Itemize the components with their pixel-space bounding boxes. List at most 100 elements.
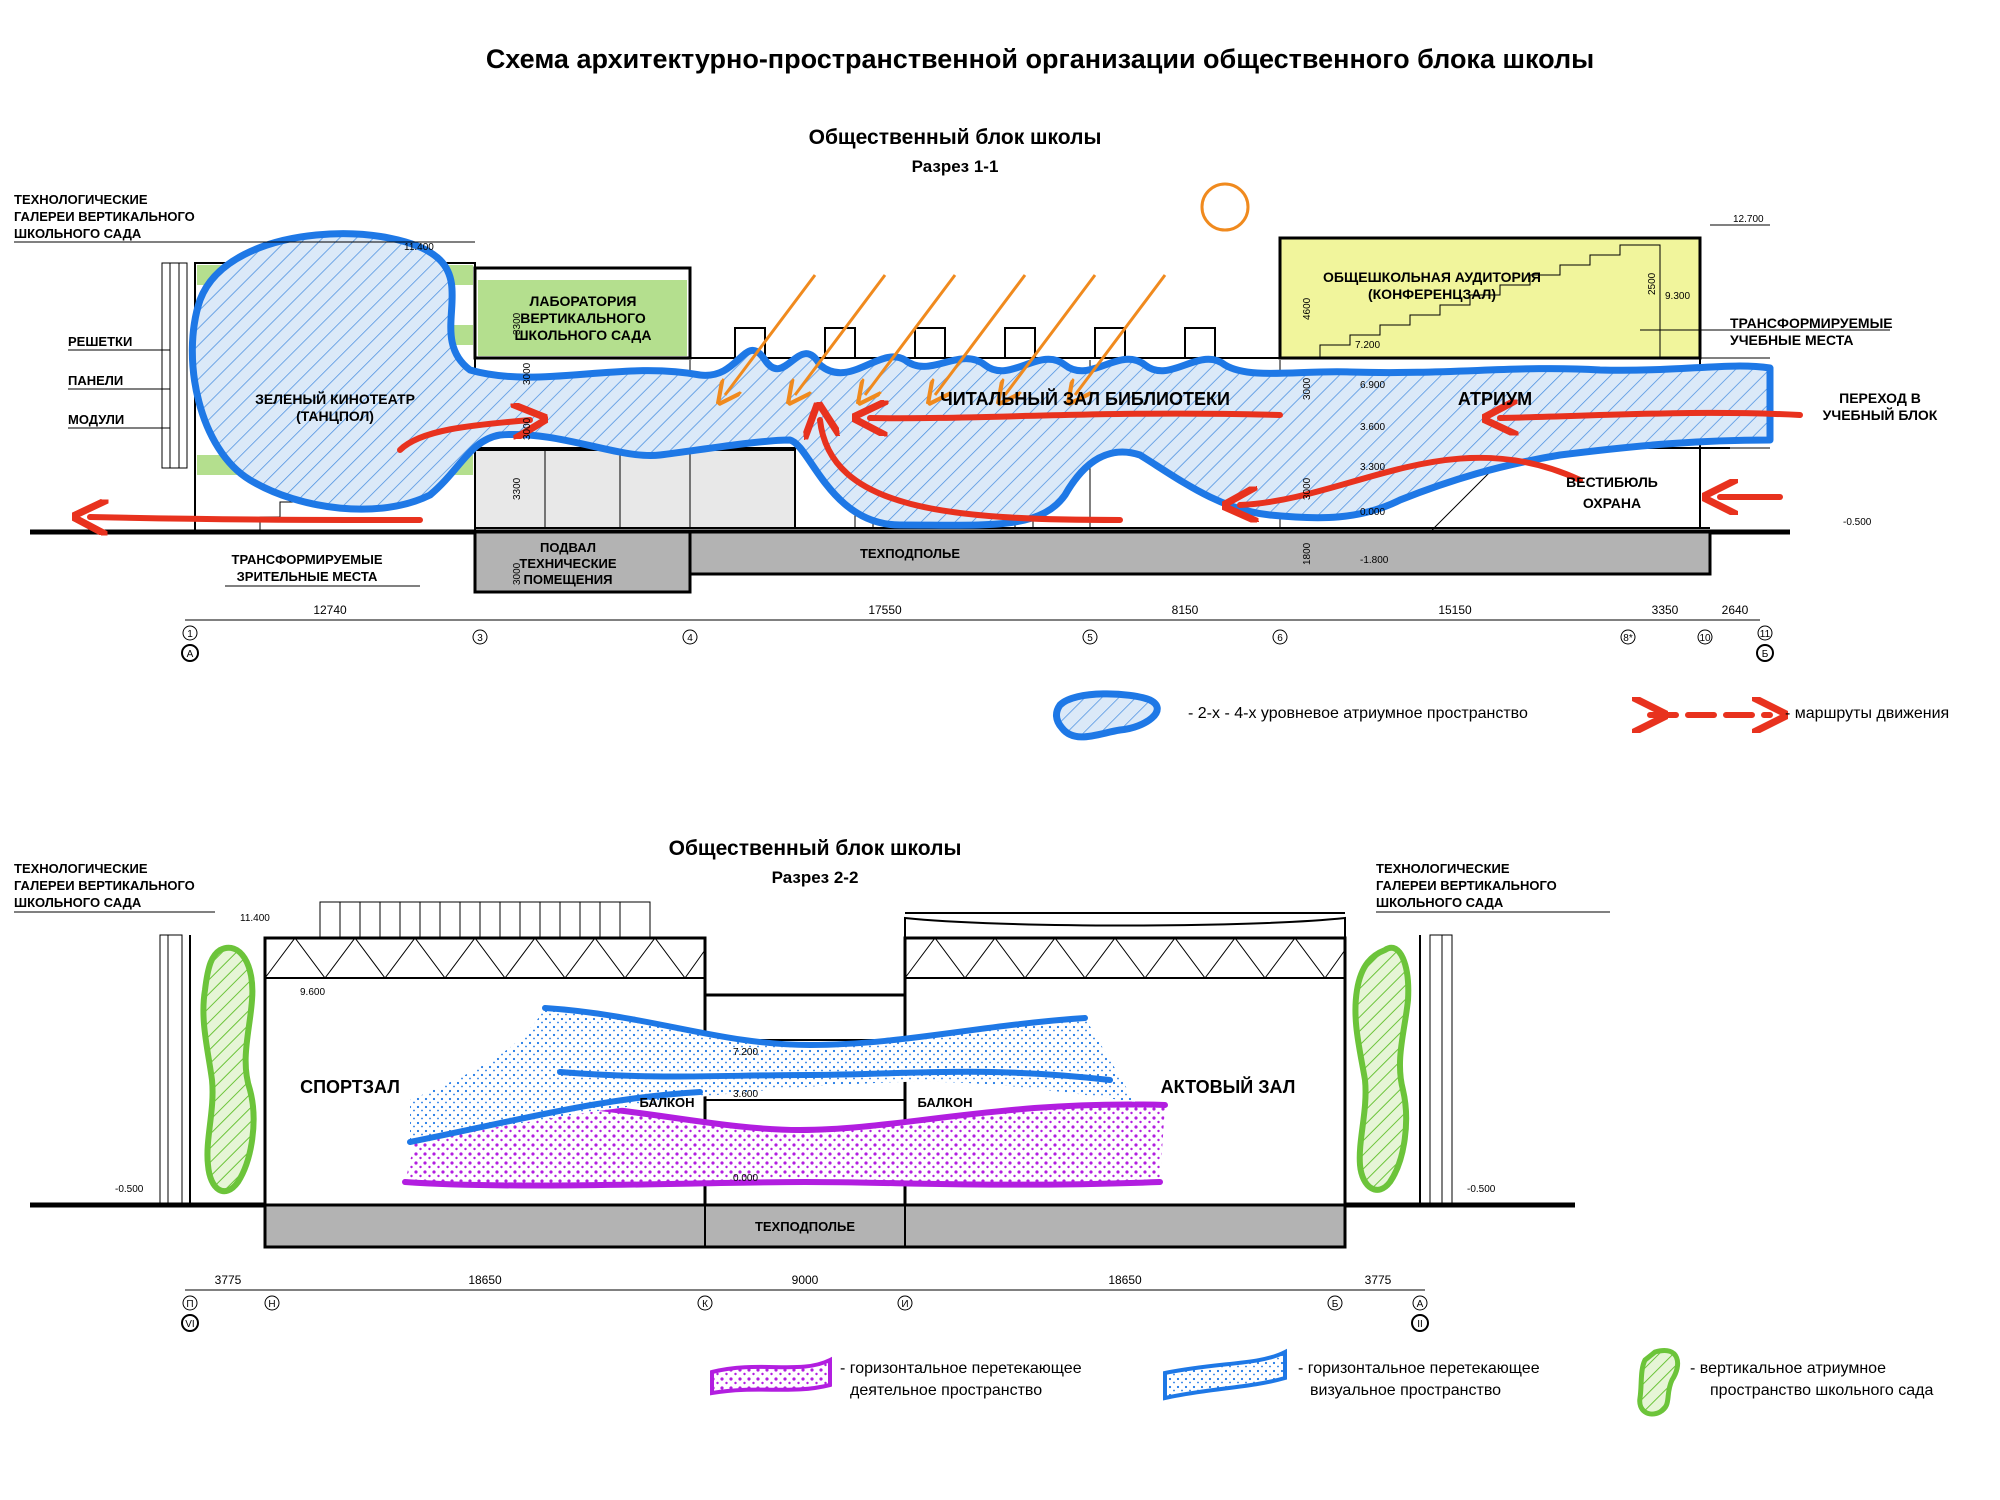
lab-green — [478, 280, 687, 356]
dimension-value: 9000 — [792, 1273, 819, 1287]
section2-heading: Общественный блок школы — [669, 837, 962, 860]
basement-label-3: ПОМЕЩЕНИЯ — [524, 572, 613, 587]
lobby-label-2: ОХРАНА — [1583, 495, 1641, 511]
axis-letter: Б — [1332, 1299, 1339, 1310]
visual-space-diagonal — [407, 1089, 703, 1145]
elevation-marker: 9.300 — [1665, 291, 1690, 302]
galleries-label-3: ШКОЛЬНОГО САДА — [14, 226, 142, 241]
galleries-left-label-2: ГАЛЕРЕИ ВЕРТИКАЛЬНОГО — [14, 878, 195, 893]
auditorium-seating — [1319, 244, 1661, 358]
subfloor-label-1: ТЕХПОДПОЛЬЕ — [860, 546, 960, 561]
dimension-value: 12740 — [313, 603, 347, 617]
legend-vertical-text-2: пространство школьного сада — [1710, 1382, 1933, 1399]
galleries-label-1: ТЕХНОЛОГИЧЕСКИЕ — [14, 192, 148, 207]
transition-label-2: УЧЕБНЫЙ БЛОК — [1823, 406, 1938, 423]
basement-label-2: ТЕХНИЧЕСКИЕ — [519, 556, 616, 571]
transform-seats-label-2: ЗРИТЕЛЬНЫЕ МЕСТА — [237, 569, 378, 584]
elevation-marker: 3.300 — [1360, 462, 1385, 473]
main-title: Схема архитектурно-пространственной орга… — [486, 44, 1594, 74]
section2-subheading: Разрез 2-2 — [772, 868, 859, 887]
vertical-dimension: 3300 — [512, 477, 523, 500]
legend-vertical-text-1: - вертикальное атриумное — [1690, 1360, 1886, 1377]
side-galleries — [159, 934, 1453, 1206]
vertical-dimension: 3000 — [1302, 377, 1313, 400]
vertical-dimension: 3300 — [512, 312, 523, 335]
activity-space-border — [402, 1178, 1163, 1189]
axis-bubbles: 1 А 3 4 5 6 8* 10 11 Б — [181, 625, 1774, 662]
elevation-marker: 9.600 — [300, 987, 325, 998]
elevation-marker: 0.000 — [733, 1173, 758, 1184]
lab-label-2: ВЕРТИКАЛЬНОГО — [520, 310, 646, 326]
axis-letter: А — [187, 649, 194, 660]
lobby-label-1: ВЕСТИБЮЛЬ — [1566, 474, 1658, 490]
legend-visual-swatch — [1163, 1348, 1287, 1401]
cinema-label-1: ЗЕЛЕНЫЙ КИНОТЕАТР — [255, 390, 415, 407]
axis-number: 6 — [1277, 633, 1283, 644]
visual-space-top — [542, 1005, 1088, 1049]
axis-letter: И — [901, 1299, 908, 1310]
lab-label-3: ШКОЛЬНОГО САДА — [514, 327, 651, 343]
elevation-marker: 6.900 — [1360, 380, 1385, 391]
legend-section1: - 2-х - 4-х уровневое атриумное простран… — [1053, 690, 1949, 741]
gym-label: СПОРТЗАЛ — [300, 1077, 400, 1097]
elevation-marker: -0.500 — [1843, 517, 1872, 528]
basement-block — [473, 530, 692, 594]
vertical-garden-left — [200, 945, 257, 1195]
vertical-dimension: 2500 — [1647, 272, 1658, 295]
sun-icon — [1200, 182, 1250, 232]
panels-label: ПАНЕЛИ — [68, 373, 123, 388]
balcony-label-right: БАЛКОН — [918, 1095, 973, 1110]
axis-number: 4 — [687, 633, 693, 644]
axis-letter: П — [186, 1299, 193, 1310]
dimension-value: 18650 — [1108, 1273, 1142, 1287]
elevation-marker: 3.600 — [733, 1089, 758, 1100]
axis-letter: А — [1417, 1299, 1424, 1310]
elevation-marker: -0.500 — [1467, 1184, 1496, 1195]
sun-rays — [725, 274, 1167, 395]
auditorium-label-2: (КОНФЕРЕНЦЗАЛ) — [1368, 286, 1496, 302]
roof-trusses — [264, 901, 1346, 979]
subfloor-block — [688, 530, 1712, 576]
vertical-dimension: 3000 — [1302, 477, 1313, 500]
hall-label: АКТОВЫЙ ЗАЛ — [1161, 1076, 1296, 1097]
axis-letter: К — [702, 1299, 708, 1310]
vertical-dimension: 3000 — [512, 562, 523, 585]
transform-seats-label-1: ТРАНСФОРМИРУЕМЫЕ — [232, 552, 383, 567]
axis-number: 3 — [477, 633, 483, 644]
dimension-value: 15150 — [1438, 603, 1472, 617]
atrium-label: АТРИУМ — [1458, 389, 1532, 409]
elevation-marker: 12.700 — [1733, 214, 1764, 225]
elevation-marker: 7.200 — [733, 1047, 758, 1058]
axis-roman: VI — [185, 1319, 194, 1330]
activity-space — [405, 1099, 1165, 1186]
modules-label: МОДУЛИ — [68, 412, 124, 427]
subfloor-label-2: ТЕХПОДПОЛЬЕ — [755, 1219, 855, 1234]
vertical-dimension: 3000 — [522, 417, 533, 440]
transform-study-label-1: ТРАНСФОРМИРУЕМЫЕ — [1730, 315, 1893, 331]
vertical-dimension: 4600 — [1302, 297, 1313, 320]
dimension-value: 3775 — [1365, 1273, 1392, 1287]
axis-number: 10 — [1699, 633, 1711, 644]
axis-number: 1 — [187, 629, 193, 640]
elevation-marker: -1.800 — [1360, 555, 1389, 566]
transition-label-1: ПЕРЕХОД В — [1839, 390, 1921, 406]
visual-space-middle — [557, 1068, 1113, 1083]
axis-number: 5 — [1087, 633, 1093, 644]
elevation-marker: 11.400 — [404, 242, 434, 253]
axis-letter: Б — [1762, 649, 1769, 660]
elevation-marker: 11.400 — [240, 913, 270, 924]
dimension-value: 3350 — [1652, 603, 1679, 617]
legend-section2: - горизонтальное перетекающее деятельное… — [710, 1348, 1933, 1417]
dimension-value: 3775 — [215, 1273, 242, 1287]
elevation-marker: 0.000 — [1360, 507, 1385, 518]
auditorium-label-1: ОБЩЕШКОЛЬНАЯ АУДИТОРИЯ — [1323, 269, 1541, 285]
section-1-1: Общественный блок школы Разрез 1-1 ЛАБОР… — [14, 126, 1949, 741]
legend-activity-swatch — [710, 1356, 832, 1396]
galleries-label-2: ГАЛЕРЕИ ВЕРТИКАЛЬНОГО — [14, 209, 195, 224]
lab-label-1: ЛАБОРАТОРИЯ — [530, 293, 637, 309]
elevation-marker: 7.200 — [1355, 340, 1380, 351]
reading-room-label: ЧИТАЛЬНЫЙ ЗАЛ БИБЛИОТЕКИ — [940, 388, 1230, 409]
movement-routes — [90, 413, 1803, 520]
vertical-garden-right — [1352, 944, 1412, 1193]
